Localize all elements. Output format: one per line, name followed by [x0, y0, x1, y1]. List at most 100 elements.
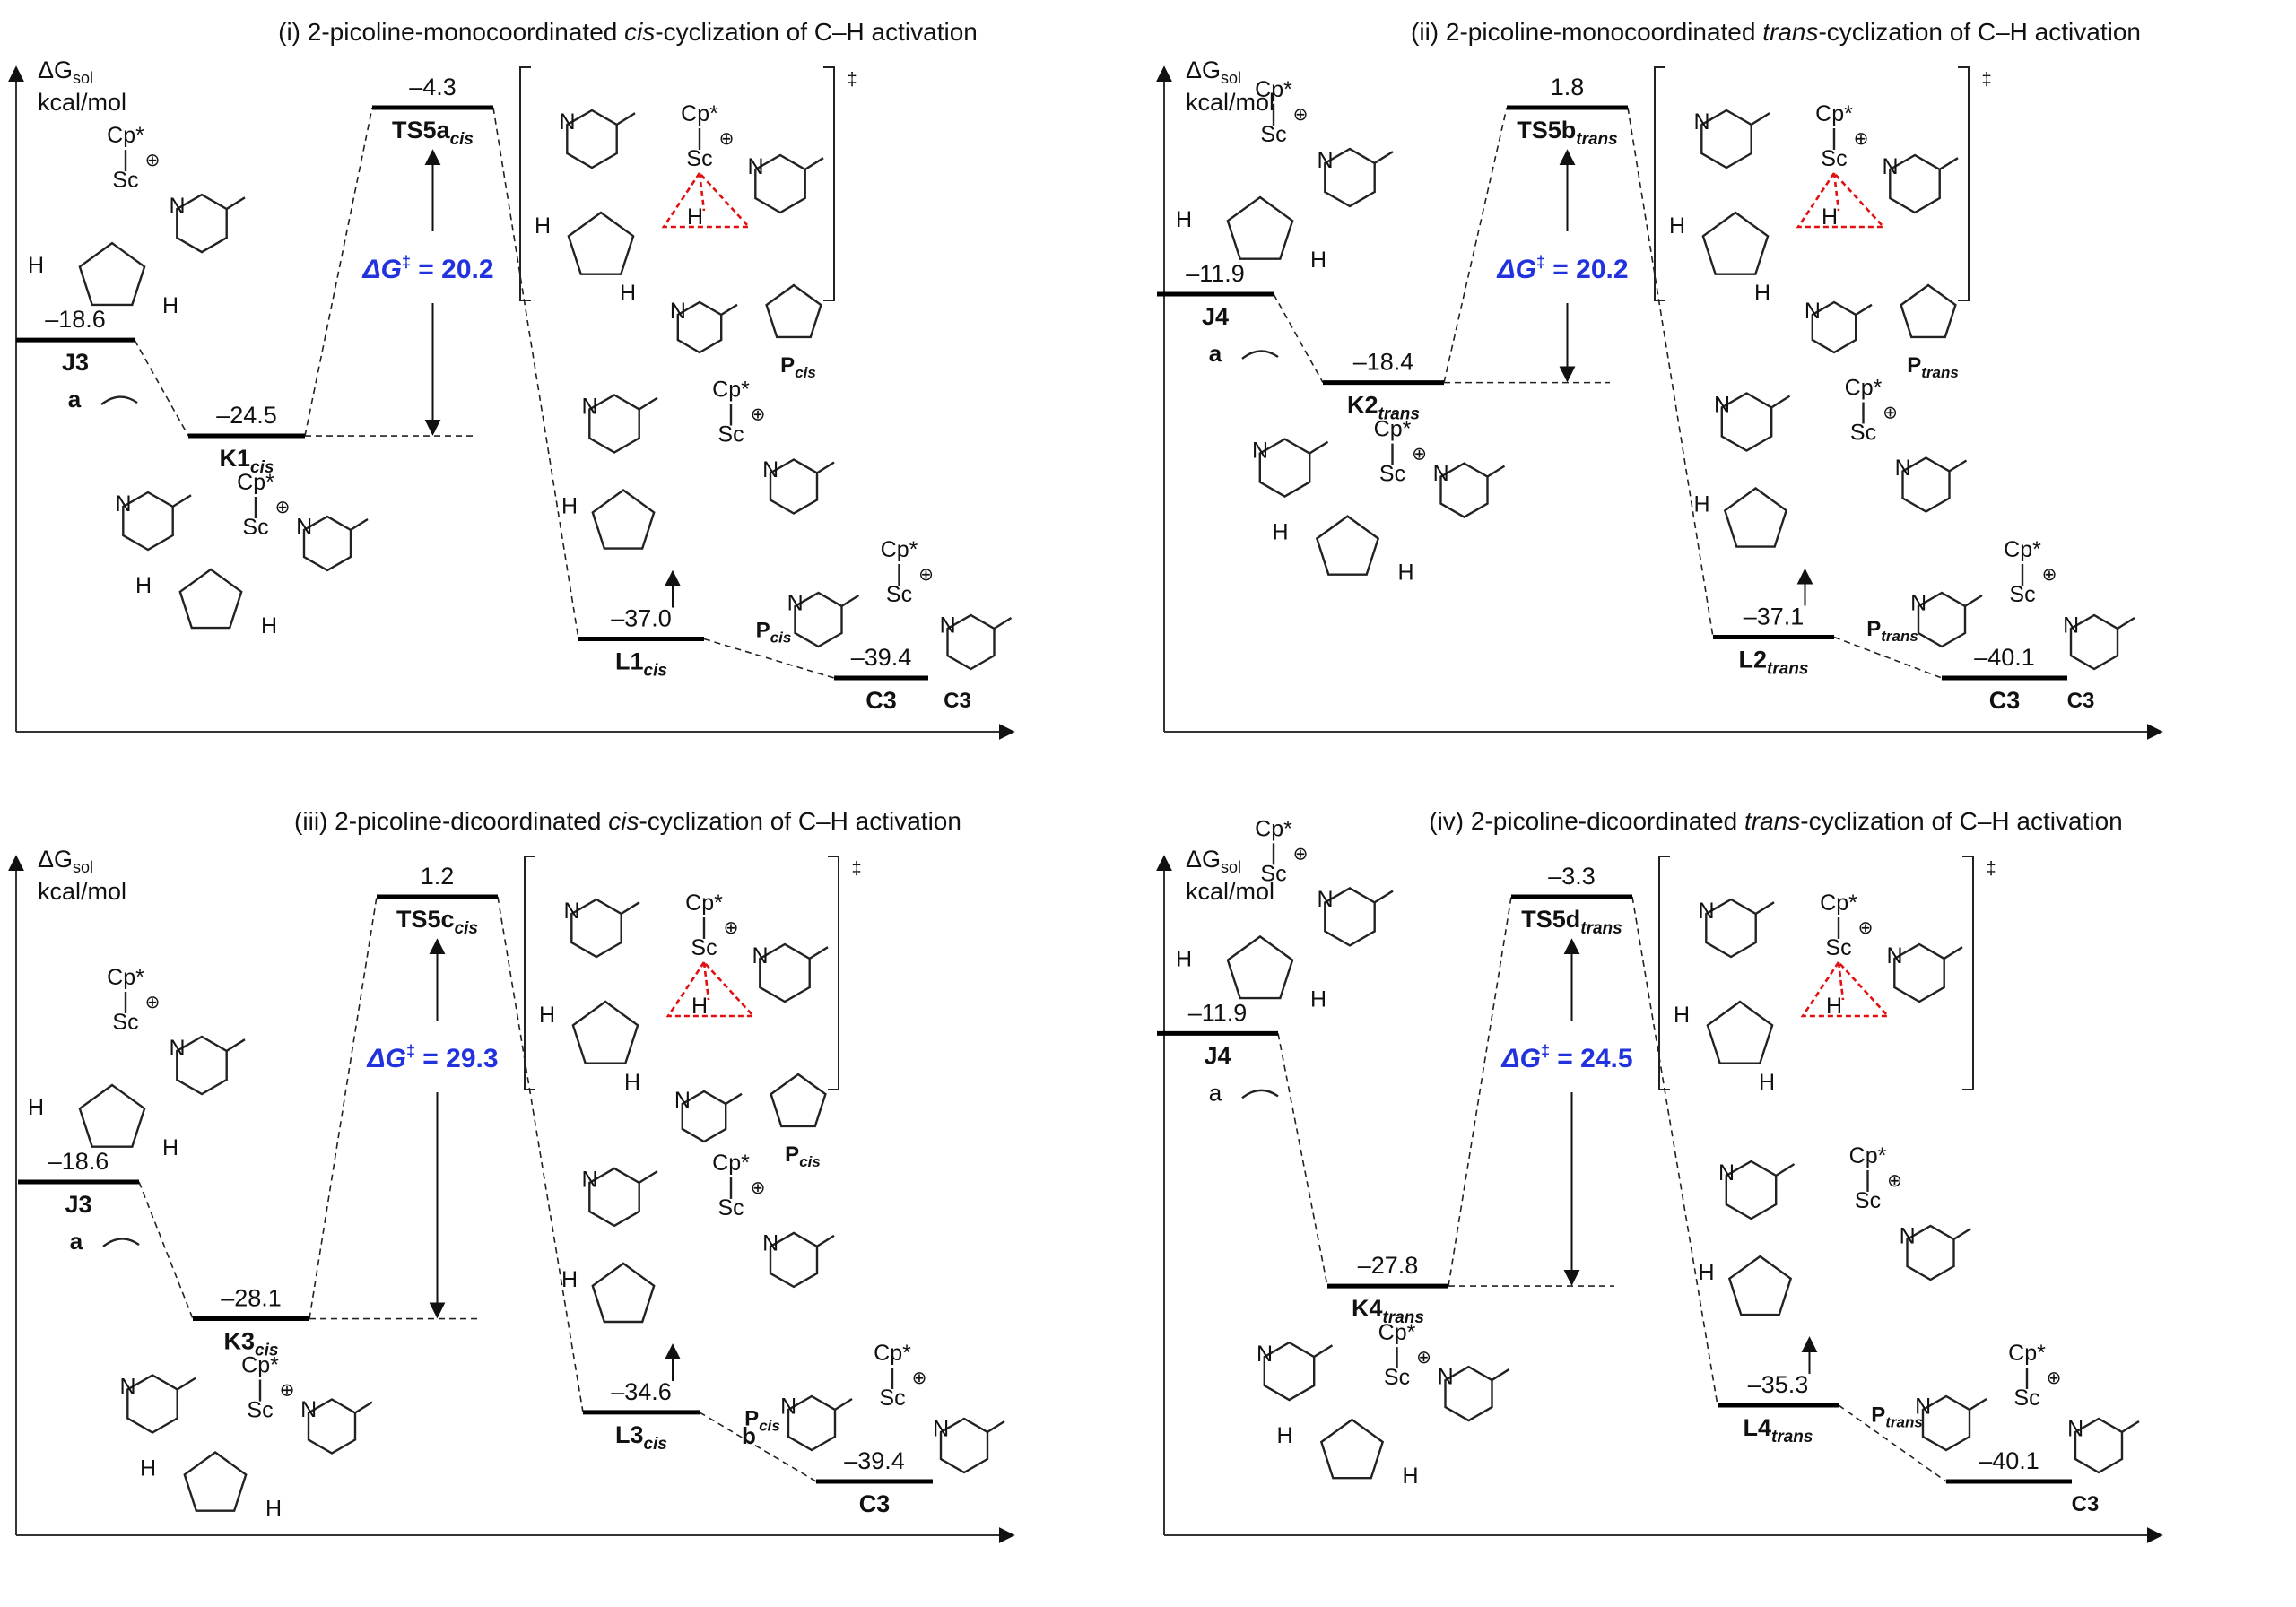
- charge-plus-label: ⊕: [719, 129, 735, 149]
- level-value-4: –35.3: [1748, 1371, 1809, 1398]
- ts-bracket-right: [1958, 66, 1970, 301]
- nitrogen-label: N: [581, 1168, 597, 1193]
- step-label-a: a: [68, 386, 82, 413]
- level-value-5: –40.1: [1979, 1447, 2039, 1474]
- level-value-3: –4.3: [409, 74, 457, 100]
- product-label: Pcis: [780, 353, 816, 381]
- level-label-1: J4: [1204, 1042, 1231, 1069]
- y-axis-label: ΔGsol: [1186, 56, 1241, 87]
- pyridine-ring: N: [119, 1374, 196, 1434]
- cp-star-label: Cp*: [1845, 375, 1883, 400]
- j-hydrogen-label: H: [1176, 207, 1192, 232]
- cp-star-label: Cp*: [712, 378, 750, 403]
- cp-star-label: Cp*: [881, 537, 918, 562]
- methyl-bond: [1969, 1397, 1987, 1412]
- cyclopentane-ring: [1706, 1000, 1774, 1064]
- level-label-3: TS5btrans: [1517, 117, 1617, 149]
- l-scandium-center: Cp*Sc⊕: [1849, 1143, 1902, 1213]
- pentagon: [591, 1262, 656, 1324]
- level-value-5: –39.4: [851, 644, 912, 671]
- nitrogen-label: N: [762, 457, 778, 482]
- cp-star-label: Cp*: [107, 123, 144, 148]
- scandium-label: Sc: [879, 1385, 905, 1411]
- scandium-label: Sc: [718, 1195, 744, 1220]
- pyridine-ring: N: [1915, 1394, 1987, 1452]
- pyridine-ring: N: [1714, 392, 1791, 452]
- ts-hydrogen-label: H: [1669, 213, 1685, 239]
- nitrogen-label: N: [1718, 1160, 1735, 1186]
- nitrogen-label: N: [1433, 461, 1449, 486]
- c3-label: C3: [944, 689, 971, 713]
- cyclopentane-ring: [1315, 515, 1380, 576]
- methyl-bond: [816, 1234, 835, 1247]
- y-axis-unit: kcal/mol: [38, 89, 126, 116]
- pentagon: [770, 1073, 827, 1128]
- product-label: Ptrans: [1907, 353, 1959, 381]
- ts-scandium-center: Cp*Sc⊕: [681, 101, 734, 171]
- ts-bridging-hydrogen: H: [691, 994, 708, 1019]
- pyridine-ring: N: [940, 613, 1013, 671]
- nitrogen-label: N: [1257, 1342, 1273, 1367]
- cp-star-label: Cp*: [681, 101, 718, 126]
- methyl-bond: [638, 396, 658, 411]
- cyclopentane-ring: [78, 241, 146, 307]
- cyclopentane-ring: [1701, 211, 1770, 275]
- connector-2: [1443, 107, 1508, 383]
- released-product-label: Ptrans: [1871, 1403, 1923, 1430]
- scandium-label: Sc: [1260, 861, 1286, 886]
- l-scandium-center: Cp*Sc⊕: [712, 1151, 765, 1220]
- cp-star-label: Cp*: [1255, 816, 1292, 841]
- ts-scandium-center: Cp*Sc⊕: [685, 890, 738, 960]
- nitrogen-label: N: [1698, 899, 1714, 924]
- connector-3: [1631, 896, 1718, 1406]
- pyridine-ring: N: [296, 515, 369, 572]
- methyl-bond: [1952, 1227, 1972, 1240]
- panel-title: (iii) 2-picoline-dicoordinated cis-cycli…: [294, 807, 961, 835]
- pentagon: [765, 283, 822, 339]
- pyridine-ring: N: [1257, 1341, 1334, 1402]
- scandium-label: Sc: [2009, 582, 2035, 607]
- connector-2: [309, 896, 378, 1319]
- ts-red-bonds: [1800, 960, 1891, 1018]
- step-label-b: b: [742, 1422, 756, 1449]
- connector-3: [1627, 107, 1714, 638]
- scandium-label: Sc: [112, 168, 138, 193]
- ts-bracket-left: [1654, 66, 1665, 301]
- level-label-1: J4: [1202, 303, 1229, 330]
- scandium-label: Sc: [1384, 1365, 1410, 1390]
- methyl-bond: [816, 461, 835, 474]
- nitrogen-label: N: [300, 1397, 317, 1422]
- step-curved-arrow: [100, 395, 138, 406]
- nitrogen-label: N: [169, 1036, 185, 1061]
- pentagon: [1727, 1255, 1793, 1316]
- ts-dagger-symbol: ‡: [1981, 70, 1991, 90]
- pyridine-ring: N: [762, 457, 835, 515]
- ts-bridging-hydrogen: H: [687, 204, 703, 230]
- charge-plus-label: ⊕: [275, 498, 291, 517]
- methyl-bond: [225, 196, 246, 211]
- pyridine-ring: N: [1805, 299, 1873, 354]
- j-hydrogen-label: H: [1176, 946, 1192, 971]
- panel-title: (ii) 2-picoline-monocoordinated trans-cy…: [1411, 18, 2141, 46]
- scandium-label: Sc: [886, 582, 912, 607]
- ts-hydrogen-label: H: [535, 213, 551, 239]
- pentagon: [567, 211, 635, 275]
- level-label-3: TS5acis: [392, 117, 474, 149]
- level-label-3: TS5dtrans: [1521, 906, 1622, 938]
- pentagon: [1226, 195, 1294, 260]
- nitrogen-label: N: [787, 591, 804, 616]
- nitrogen-label: N: [1910, 591, 1926, 616]
- connector-3: [492, 107, 579, 639]
- step-curved-arrow: [1241, 1089, 1279, 1099]
- methyl-bond: [1855, 303, 1873, 317]
- barrier-label: ΔG‡ = 29.3: [366, 1042, 498, 1073]
- k-scandium-center: Cp*Sc⊕: [237, 470, 290, 540]
- connector-1: [134, 339, 189, 437]
- cyclopentane-ring: [1226, 934, 1294, 1000]
- scandium-label: Sc: [242, 515, 268, 540]
- pyridine-ring: N: [780, 1394, 853, 1452]
- pyridine-ring: N: [1698, 898, 1775, 959]
- level-value-3: 1.2: [421, 863, 455, 890]
- connector-4: [703, 638, 835, 679]
- scandium-label: Sc: [1379, 462, 1405, 487]
